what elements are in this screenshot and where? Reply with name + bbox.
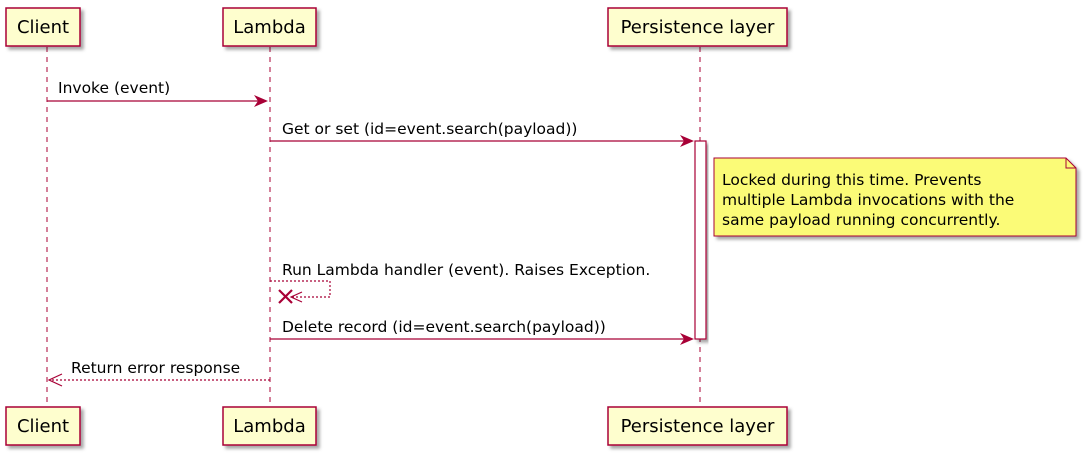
note-line: multiple Lambda invocations with the [722, 191, 1014, 209]
note: Locked during this time. Prevents multip… [713, 157, 1077, 237]
participant-lambda-top: Lambda [222, 7, 317, 47]
note-line: Locked during this time. Prevents [722, 171, 981, 189]
arrowhead [680, 135, 694, 147]
participant-persistence-bottom: Persistence layer [607, 406, 788, 446]
message-label: Return error response [71, 359, 240, 377]
participant-label: Client [17, 416, 69, 437]
message-label: Invoke (event) [58, 79, 170, 97]
arrowhead-open [47, 373, 63, 387]
participant-label: Lambda [233, 17, 305, 38]
destroy-x-icon [278, 289, 293, 304]
arrowhead [254, 95, 268, 107]
message-label: Run Lambda handler (event). Raises Excep… [282, 261, 650, 279]
activation-bar [694, 140, 707, 340]
participant-label: Lambda [233, 416, 305, 437]
participant-label: Persistence layer [621, 416, 775, 437]
note-line: same payload running concurrently. [722, 211, 1000, 229]
message-arrow-self-call [270, 280, 331, 298]
message-label: Delete record (id=event.search(payload)) [282, 318, 606, 336]
arrowhead-open [289, 291, 303, 303]
participant-persistence-top: Persistence layer [607, 7, 788, 47]
message-label: Get or set (id=event.search(payload)) [282, 120, 577, 138]
participant-client-bottom: Client [5, 406, 81, 446]
arrowhead [680, 333, 694, 345]
participant-lambda-bottom: Lambda [222, 406, 317, 446]
participant-label: Client [17, 17, 69, 38]
participant-client-top: Client [5, 7, 81, 47]
participant-label: Persistence layer [621, 17, 775, 38]
